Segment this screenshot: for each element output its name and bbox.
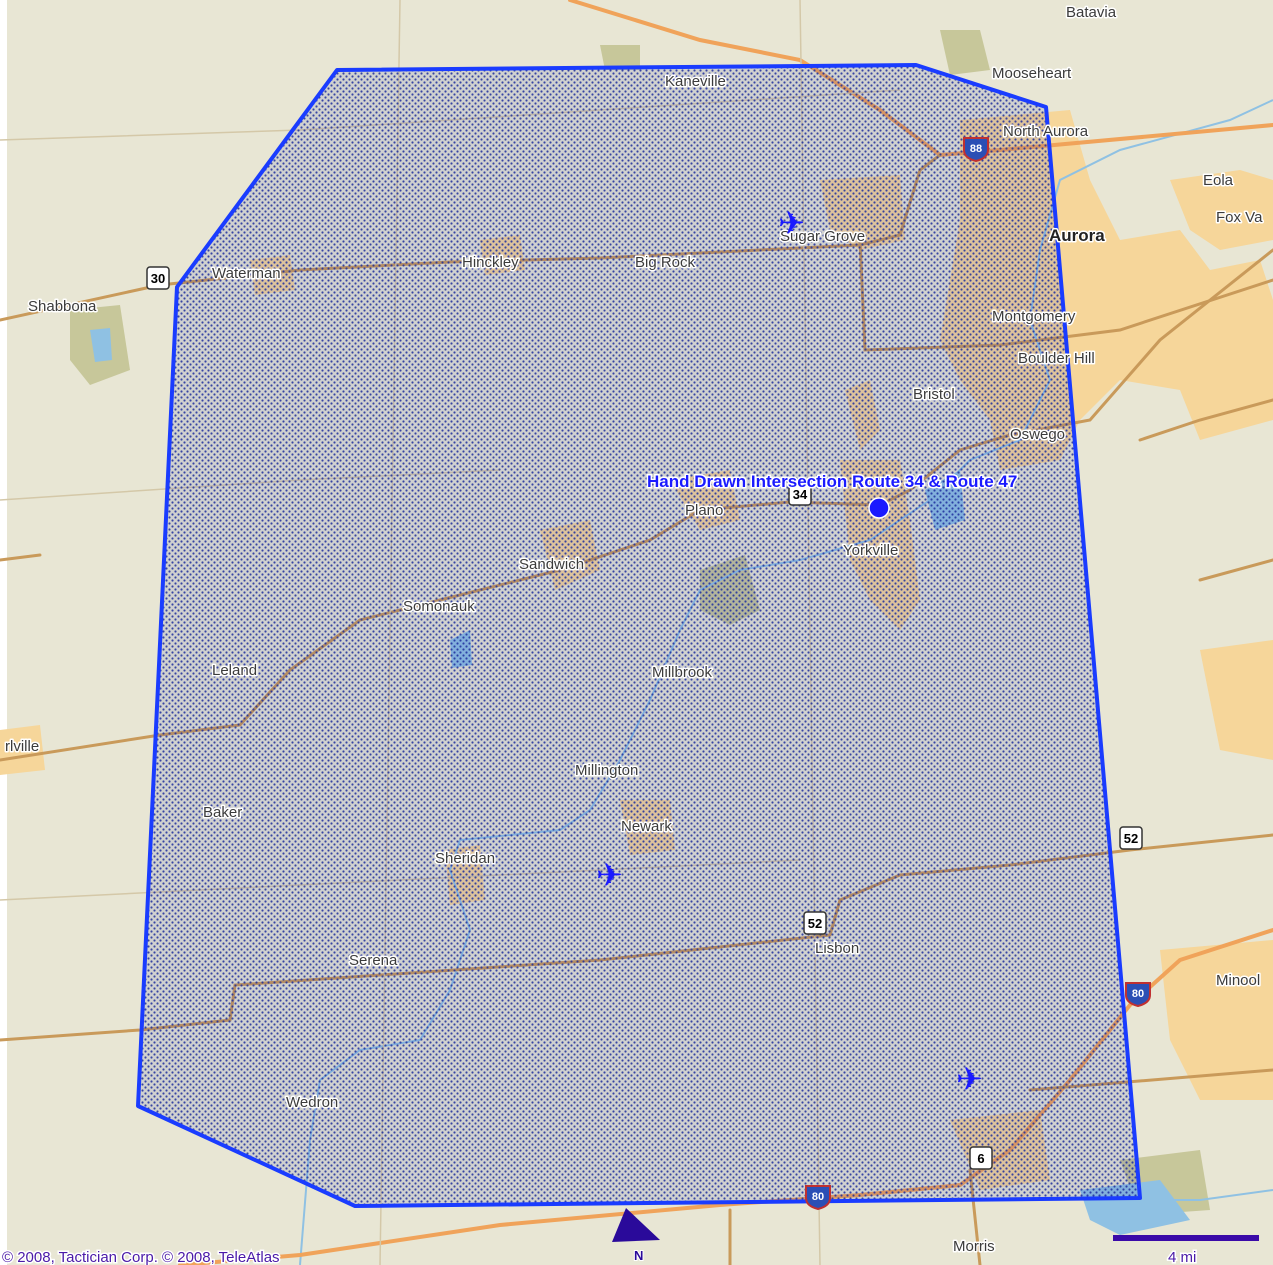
place-label: Wedron <box>286 1094 338 1111</box>
copyright-text: © 2008, Tactician Corp. © 2008, TeleAtla… <box>2 1249 280 1265</box>
place-label: Kaneville <box>665 73 726 90</box>
north-label: N <box>634 1248 643 1263</box>
svg-text:30: 30 <box>151 271 165 286</box>
svg-text:52: 52 <box>1124 831 1138 846</box>
place-label: Sandwich <box>519 556 584 573</box>
place-label: rlville <box>5 738 39 755</box>
place-labels: Batavia Kaneville Mooseheart North Auror… <box>4 3 1265 1257</box>
us-route-shield: 34 <box>788 482 812 506</box>
place-label: Sugar Grove <box>780 228 865 245</box>
us-route-shield: 52 <box>1119 826 1143 850</box>
svg-text:80: 80 <box>1132 988 1144 1000</box>
scale-label: 4 mi <box>1168 1249 1196 1265</box>
place-label: Bristol <box>913 386 955 403</box>
place-label: Oswego <box>1010 426 1065 443</box>
place-label: Mooseheart <box>992 65 1072 82</box>
place-label: Hinckley <box>462 254 519 271</box>
place-label: Aurora <box>1049 226 1105 245</box>
place-label: Serena <box>349 952 398 969</box>
place-label: Montgomery <box>992 308 1076 325</box>
place-label: Fox Va <box>1216 209 1263 226</box>
location-marker[interactable]: Hand Drawn Intersection Route 34 & Route… <box>646 471 1019 519</box>
scale-bar: 4 mi <box>1113 1235 1259 1265</box>
airport-icon[interactable]: ✈ <box>956 1060 983 1098</box>
drawn-region-polygon[interactable] <box>138 65 1140 1206</box>
route-shields: 30 88 34 52 52 80 6 80 <box>146 137 1151 1211</box>
place-label: Big Rock <box>635 254 696 271</box>
place-label: Boulder Hill <box>1018 350 1095 367</box>
place-label: Sheridan <box>435 850 495 867</box>
place-label: Shabbona <box>28 298 97 315</box>
interstate-shield: 88 <box>963 137 989 163</box>
place-label: Baker <box>203 804 242 821</box>
place-label: Yorkville <box>843 542 898 559</box>
place-label: Millington <box>575 762 638 779</box>
interstate-shield: 80 <box>805 1185 831 1211</box>
us-route-shield: 30 <box>146 266 170 290</box>
marker-dot-icon[interactable] <box>868 497 890 519</box>
place-label: Eola <box>1203 172 1234 189</box>
place-label: Waterman <box>212 265 281 282</box>
place-label: Minool <box>1216 972 1260 989</box>
place-label: Plano <box>685 502 723 519</box>
us-route-shield: 52 <box>803 911 827 935</box>
airports: ✈ ✈ ✈ <box>596 204 983 1098</box>
place-label: Batavia <box>1066 4 1117 21</box>
airport-icon[interactable]: ✈ <box>778 204 805 242</box>
place-label: Lisbon <box>815 940 859 957</box>
north-arrow: N <box>612 1208 660 1264</box>
place-label: Leland <box>212 662 257 679</box>
interstate-shield: 80 <box>1125 982 1151 1008</box>
place-label: Newark <box>621 818 672 835</box>
svg-text:80: 80 <box>812 1191 824 1203</box>
us-route-shield: 6 <box>969 1146 993 1170</box>
marker-label: Hand Drawn Intersection Route 34 & Route… <box>647 472 1017 491</box>
place-label: North Aurora <box>1003 123 1089 140</box>
svg-text:52: 52 <box>808 916 822 931</box>
place-label: Morris <box>953 1238 995 1255</box>
drawn-region-outline <box>136 63 1142 1208</box>
svg-text:6: 6 <box>977 1151 984 1166</box>
place-label: Millbrook <box>652 664 713 681</box>
svg-text:34: 34 <box>793 487 808 502</box>
airport-icon[interactable]: ✈ <box>596 856 623 894</box>
place-label: Somonauk <box>403 598 475 615</box>
svg-text:88: 88 <box>970 143 982 155</box>
north-arrow-icon <box>612 1208 660 1242</box>
